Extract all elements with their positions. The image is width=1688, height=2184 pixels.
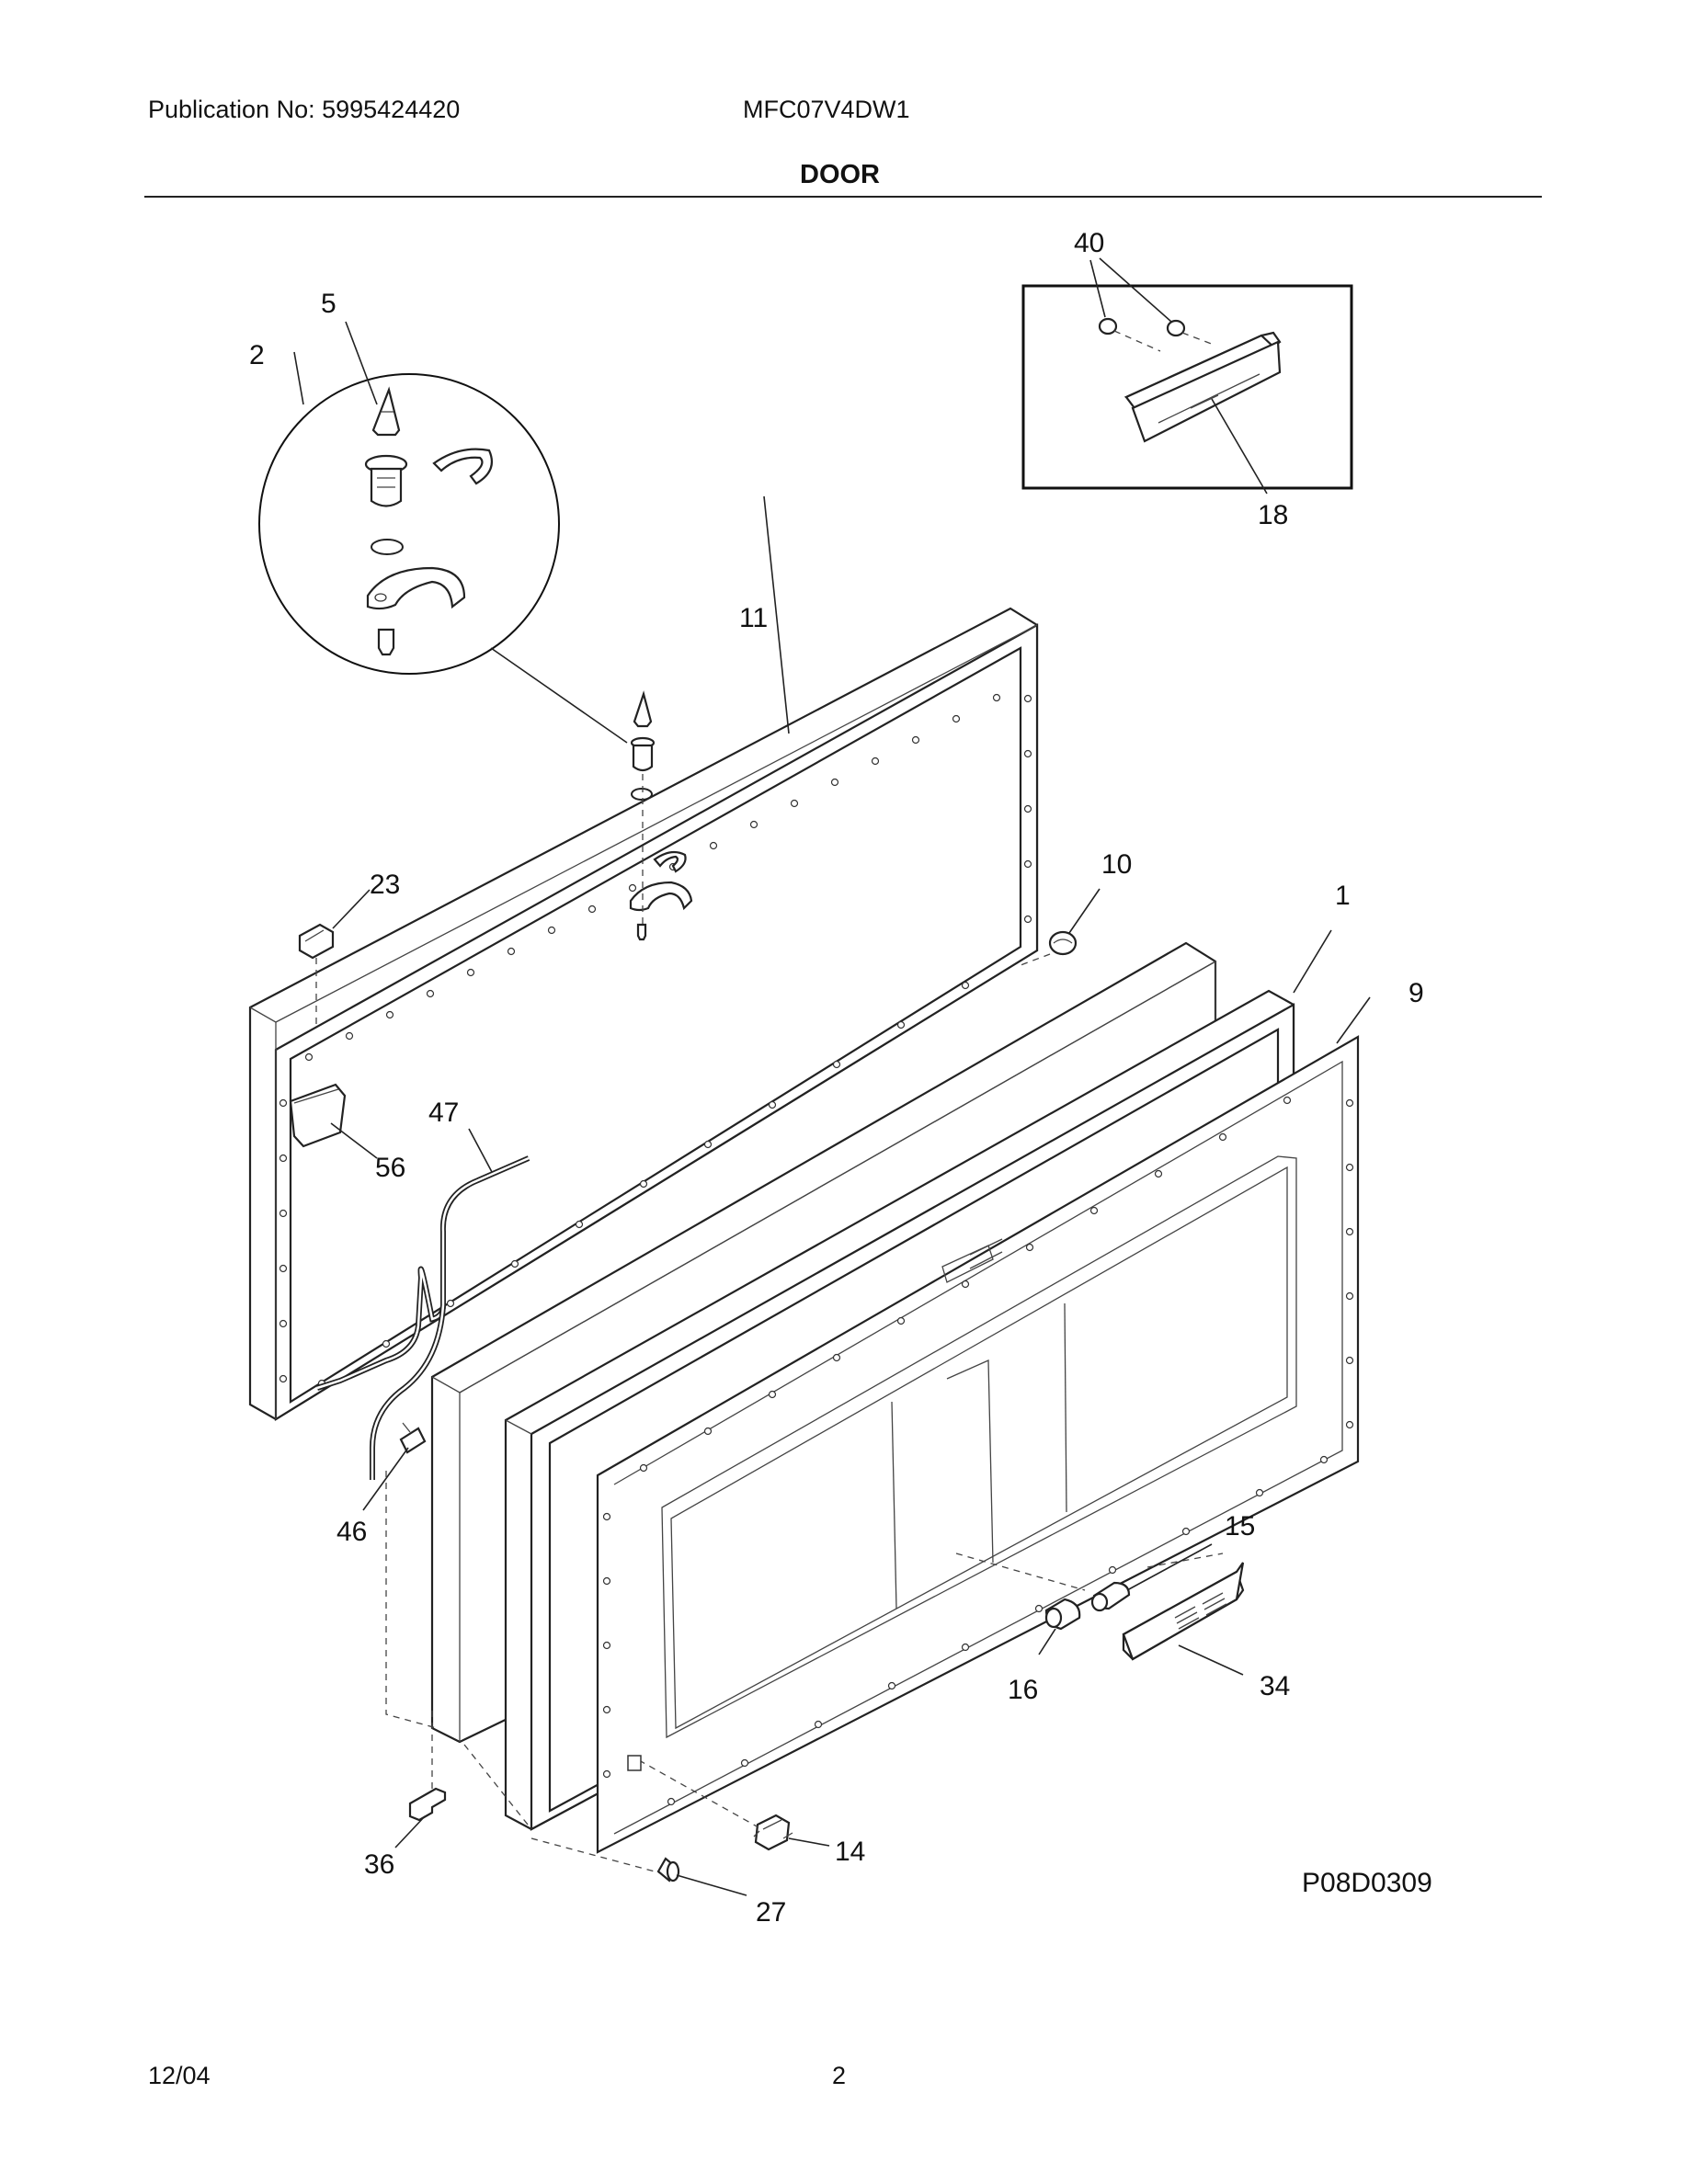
handle-part-18 — [1123, 331, 1282, 443]
plug-part-40-a — [1098, 317, 1118, 336]
plug-part-40-b — [1166, 319, 1186, 337]
o-ring — [371, 539, 404, 555]
callout-15: 15 — [1225, 1511, 1255, 1541]
callout-11: 11 — [739, 603, 768, 633]
callout-27: 27 — [756, 1897, 786, 1928]
callout-40: 40 — [1074, 228, 1104, 258]
actuator-part-15 — [1090, 1543, 1213, 1612]
bracket-part-36 — [394, 1710, 447, 1848]
callout-10: 10 — [1101, 849, 1132, 880]
clip-part-23 — [298, 889, 371, 1025]
clip-hook — [432, 448, 493, 485]
hinge-detail-circle — [258, 321, 628, 744]
header-rule — [144, 196, 1542, 198]
callout-16: 16 — [1008, 1675, 1038, 1705]
switch-part-14 — [627, 1755, 830, 1851]
publication-number: Publication No: 5995424420 — [148, 96, 461, 123]
model-number: MFC07V4DW1 — [743, 96, 910, 123]
frame-screw-holes — [279, 693, 1032, 1388]
footer-date: 12/04 — [148, 2062, 211, 2089]
callout-47: 47 — [428, 1098, 459, 1128]
callout-5: 5 — [321, 289, 336, 319]
callout-14: 14 — [835, 1837, 865, 1867]
grille-part-34 — [1122, 1562, 1245, 1676]
pin-part-5 — [371, 386, 401, 437]
callout-23: 23 — [370, 870, 400, 900]
callout-56: 56 — [375, 1153, 405, 1183]
heater-wire-part-47 — [316, 1128, 530, 1480]
figure-code: P08D0309 — [1302, 1868, 1432, 1898]
rivet-part-27 — [656, 1857, 747, 1896]
pocket-part-56 — [289, 1083, 378, 1159]
switch-part-16 — [1038, 1598, 1081, 1655]
inset-handle-box — [1021, 257, 1353, 495]
screw-part-46 — [362, 1422, 427, 1511]
hinge-screw — [377, 628, 395, 656]
inner-liner — [596, 996, 1371, 1854]
callout-46: 46 — [336, 1517, 367, 1547]
callout-34: 34 — [1260, 1671, 1290, 1701]
hinge-assembly-on-door — [629, 690, 693, 941]
plug-part-10 — [1020, 888, 1101, 966]
hinge-lever — [366, 566, 466, 610]
page-number: 2 — [832, 2062, 847, 2089]
callout-1: 1 — [1335, 881, 1351, 911]
liner-screw-holes — [602, 1096, 1354, 1806]
page-title: DOOR — [800, 160, 880, 189]
callout-36: 36 — [364, 1849, 394, 1880]
callout-18: 18 — [1258, 500, 1288, 530]
callout-9: 9 — [1409, 978, 1424, 1008]
callout-2: 2 — [249, 340, 265, 370]
bushing — [364, 454, 408, 507]
